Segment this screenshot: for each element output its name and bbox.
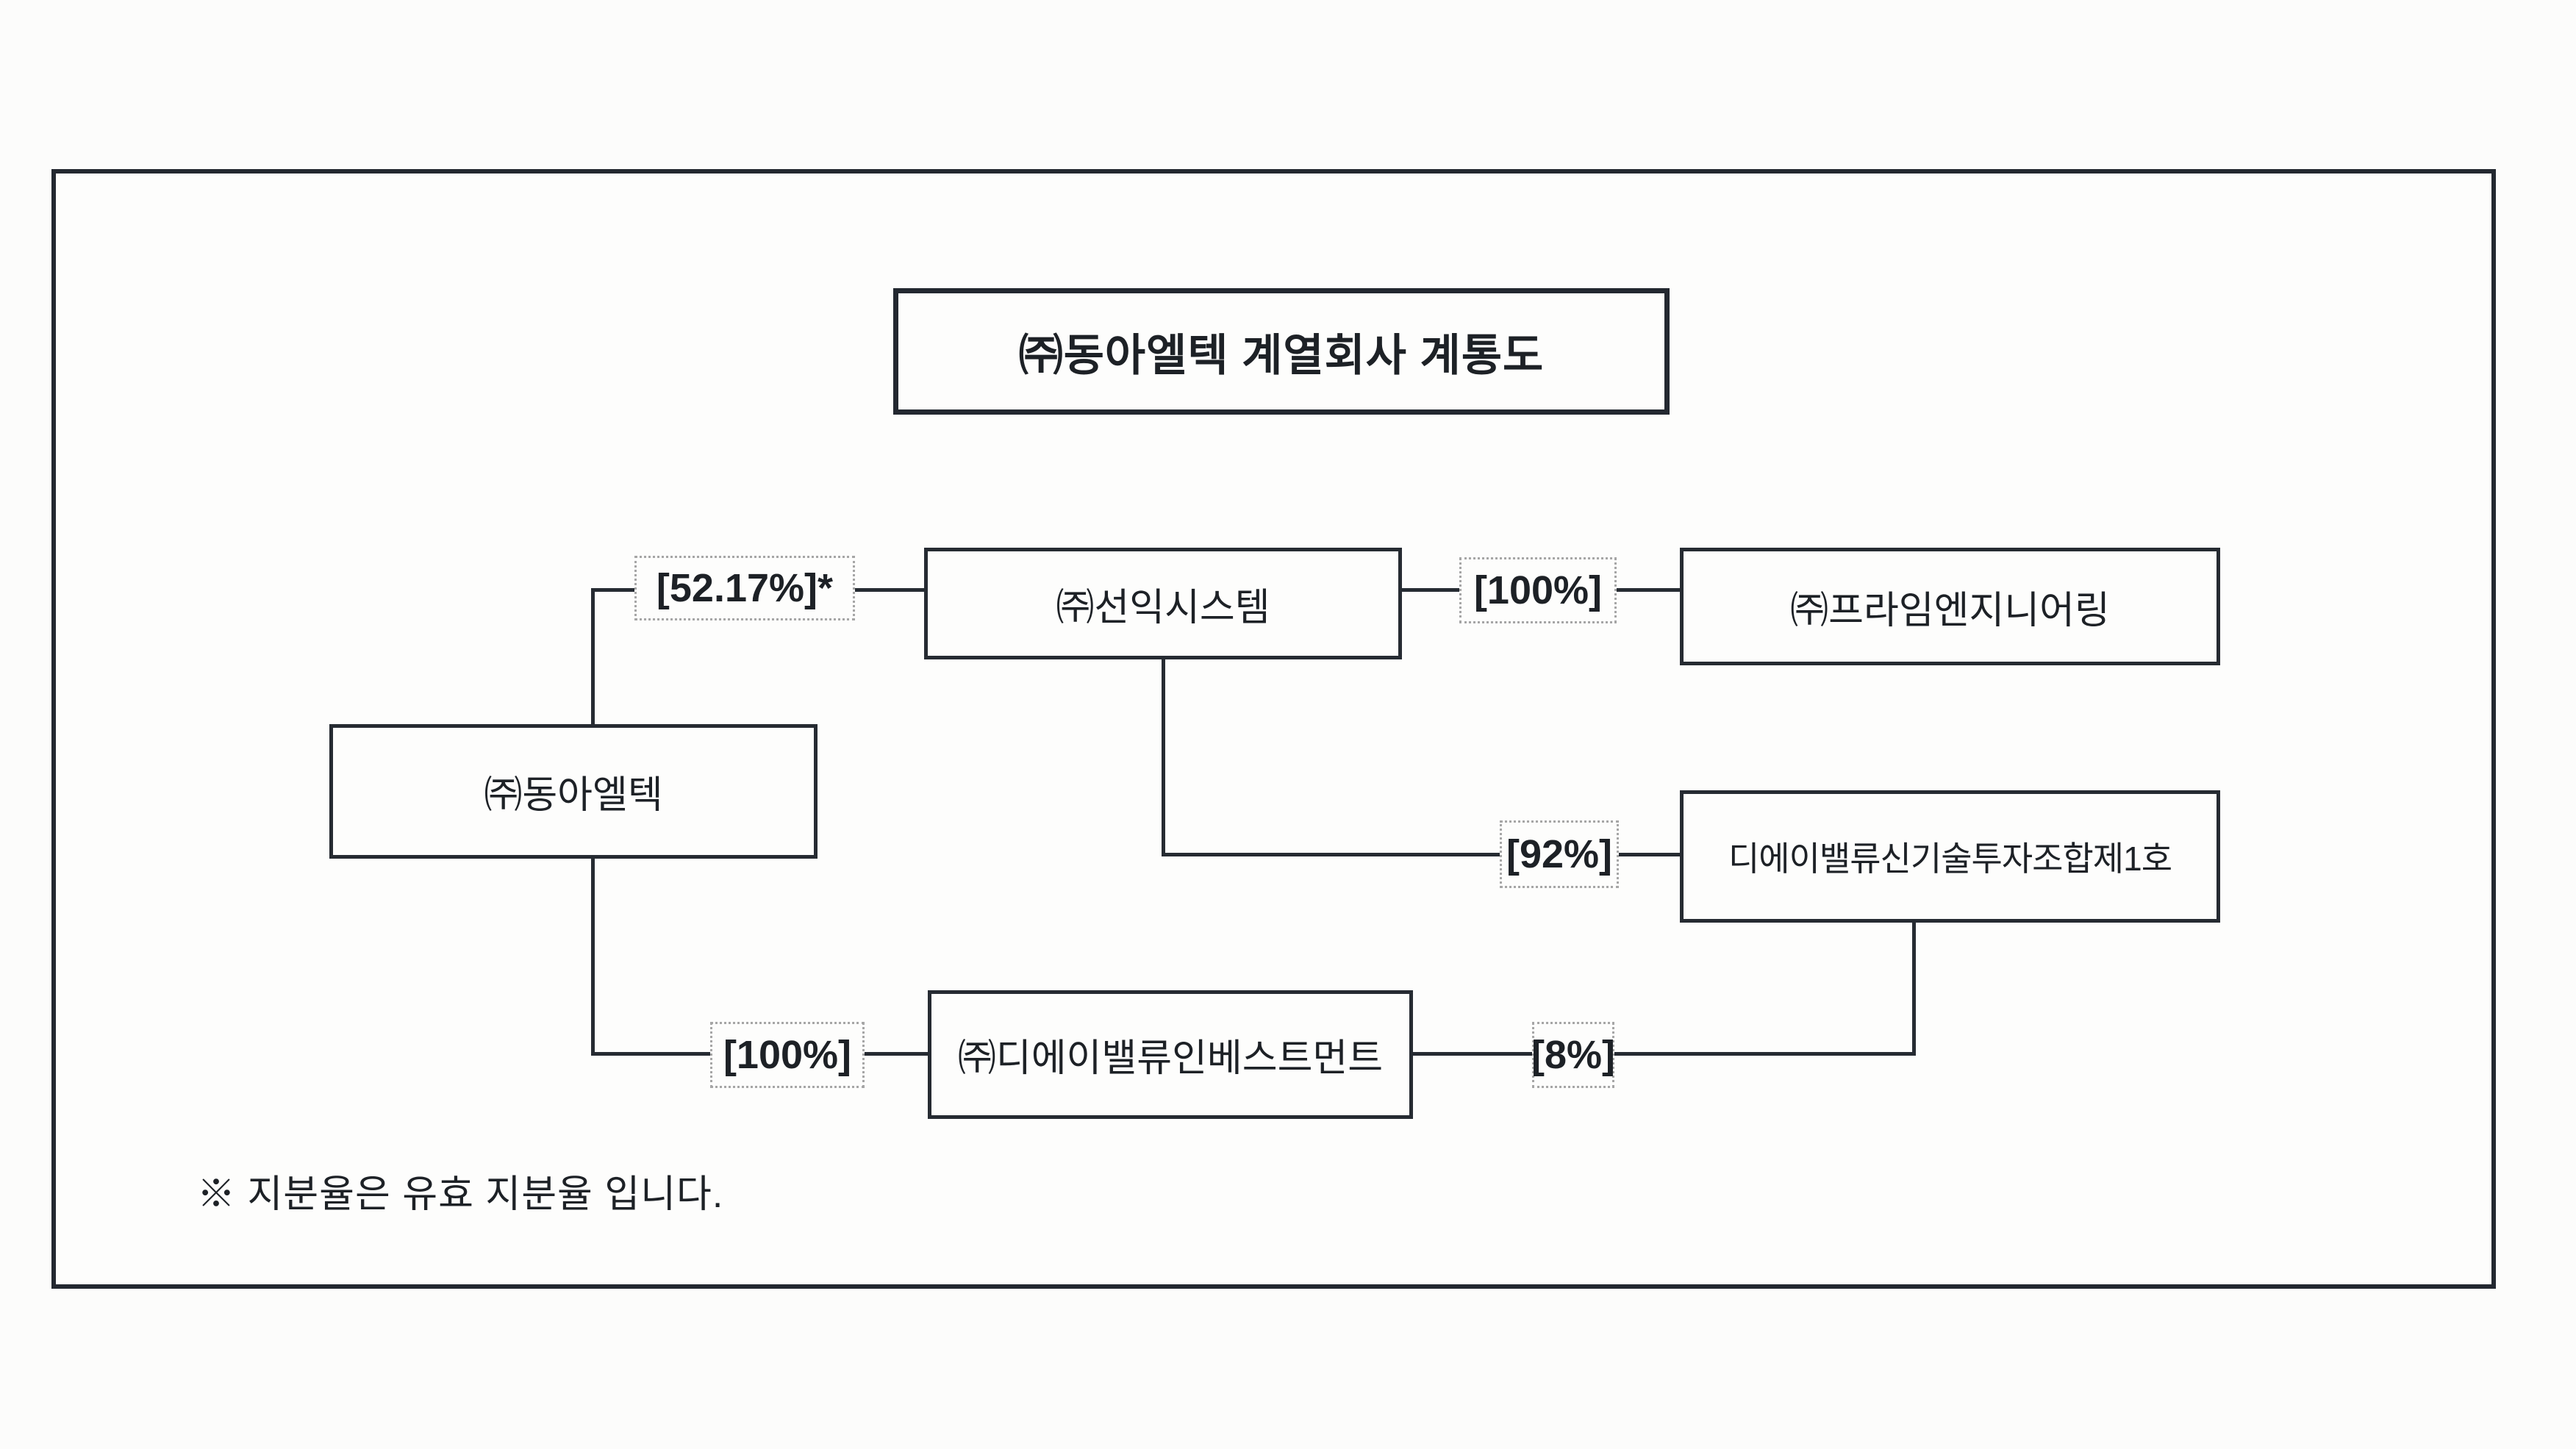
ownership-label-invest-fund: [8%] <box>1531 1022 1616 1088</box>
footnote: ※ 지분율은 유효 지분율 입니다. <box>197 1173 724 1216</box>
company-label-prime: ㈜프라임엔지니어링 <box>1790 589 2110 632</box>
connector-donga-up-vertical <box>591 590 595 724</box>
diagram-title: ㈜동아엘텍 계열회사 계통도 <box>1018 330 1545 380</box>
connector-donga-to-100b-label <box>591 1052 710 1056</box>
connector-sunic-to-100-label <box>1402 588 1459 592</box>
company-box-donga: ㈜동아엘텍 <box>329 724 817 859</box>
connector-92-label-to-fund <box>1619 853 1680 856</box>
company-box-fund: 디에이밸류신기술투자조합제1호 <box>1680 790 2220 923</box>
ownership-label-sunic-fund: [92%] <box>1500 820 1619 888</box>
company-label-fund: 디에이밸류신기술투자조합제1호 <box>1728 840 2172 878</box>
company-label-donga: ㈜동아엘텍 <box>484 774 663 817</box>
company-box-prime: ㈜프라임엔지니어링 <box>1680 548 2220 665</box>
company-box-invest: ㈜디에이밸류인베스트먼트 <box>928 990 1413 1119</box>
ownership-label-donga-invest: [100%] <box>710 1022 865 1088</box>
connector-donga-to-5217-label <box>591 588 635 592</box>
company-label-sunic: ㈜선익시스템 <box>1056 586 1270 629</box>
connector-100b-label-to-invest <box>865 1052 928 1056</box>
ownership-value-donga-sunic: [52.17%]* <box>656 566 834 610</box>
ownership-label-sunic-prime: [100%] <box>1459 557 1617 623</box>
ownership-value-donga-invest: [100%] <box>723 1033 852 1077</box>
connector-donga-down-vertical <box>591 859 595 1055</box>
ownership-label-donga-sunic: [52.17%]* <box>634 556 855 620</box>
ownership-value-sunic-prime: [100%] <box>1473 568 1603 612</box>
connector-8-label-to-fund-corner <box>1614 1052 1914 1056</box>
ownership-value-sunic-fund: [92%] <box>1506 832 1613 876</box>
connector-5217-label-to-sunic <box>855 588 924 592</box>
connector-invest-to-8-label <box>1413 1052 1532 1056</box>
company-box-sunic: ㈜선익시스템 <box>924 548 1402 659</box>
company-label-invest: ㈜디에이밸류인베스트먼트 <box>957 1037 1384 1080</box>
ownership-value-invest-fund: [8%] <box>1531 1033 1616 1077</box>
connector-fund-down-vertical <box>1912 923 1916 1056</box>
connector-sunic-to-92-label <box>1162 853 1500 856</box>
connector-100-label-to-prime <box>1617 588 1680 592</box>
diagram-title-box: ㈜동아엘텍 계열회사 계통도 <box>893 288 1670 415</box>
connector-sunic-down-vertical <box>1162 659 1165 856</box>
